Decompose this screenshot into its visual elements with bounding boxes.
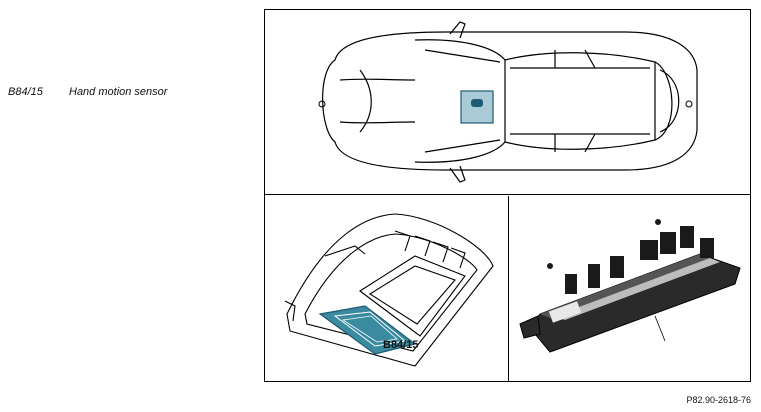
legend-row: B84/15 Hand motion sensor: [8, 86, 167, 98]
hand-motion-sensor-illustration: [519, 219, 741, 353]
car-top-view-illustration: [318, 21, 698, 183]
figure-frame: [264, 9, 751, 382]
figure-reference-code: P82.90-2618-76: [686, 395, 751, 405]
overhead-control-panel-illustration: [284, 213, 494, 367]
sensor-component-view: [510, 196, 750, 381]
legend-description: Hand motion sensor: [69, 86, 168, 98]
overhead-panel-view: [265, 196, 509, 381]
component-callout-label: B84/15: [383, 339, 419, 351]
car-top-view-panel: [265, 10, 750, 195]
legend-code: B84/15: [8, 86, 43, 98]
sensor-highlight-strip: [318, 305, 417, 355]
